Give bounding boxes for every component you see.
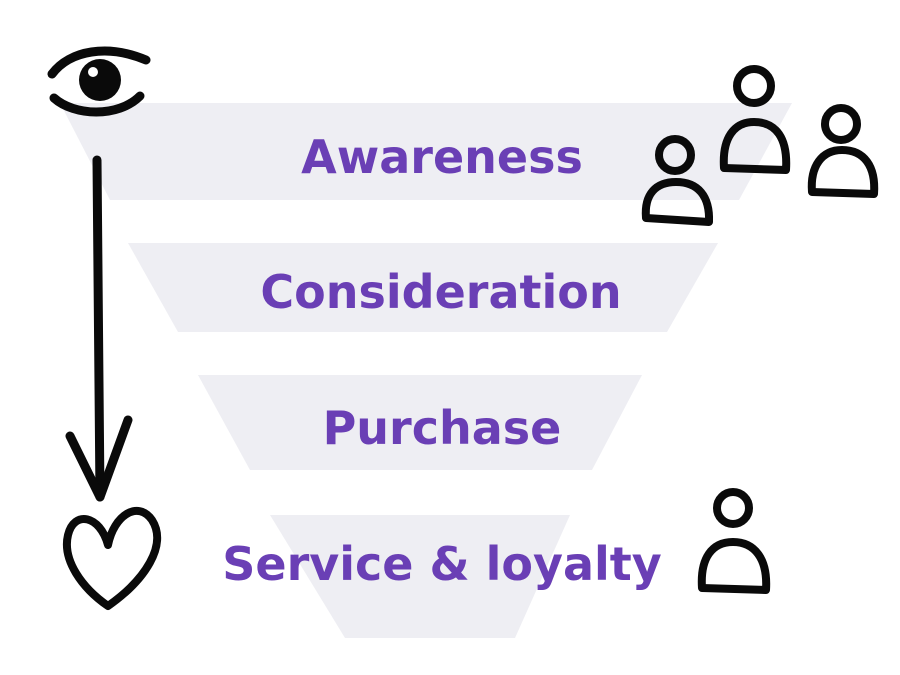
stage-label-consideration: Consideration xyxy=(260,265,621,319)
person-icon xyxy=(697,488,771,594)
person-icon xyxy=(807,104,879,198)
funnel-band-purchase xyxy=(198,375,642,470)
stage-label-purchase: Purchase xyxy=(323,401,562,455)
stage-label-awareness: Awareness xyxy=(301,130,583,184)
stage-label-service-loyalty: Service & loyalty xyxy=(222,537,662,591)
funnel-band-consideration xyxy=(128,243,718,332)
down-arrow-icon xyxy=(65,155,133,502)
eye-icon xyxy=(47,46,151,117)
person-icon xyxy=(719,65,791,174)
funnel-labels: Awareness Consideration Purchase Service… xyxy=(222,130,662,591)
person-icon xyxy=(641,135,714,226)
funnel-band-awareness xyxy=(60,103,792,200)
heart-icon xyxy=(62,506,162,610)
funnel-bands xyxy=(60,103,792,638)
funnel-band-service-loyalty xyxy=(270,515,570,638)
